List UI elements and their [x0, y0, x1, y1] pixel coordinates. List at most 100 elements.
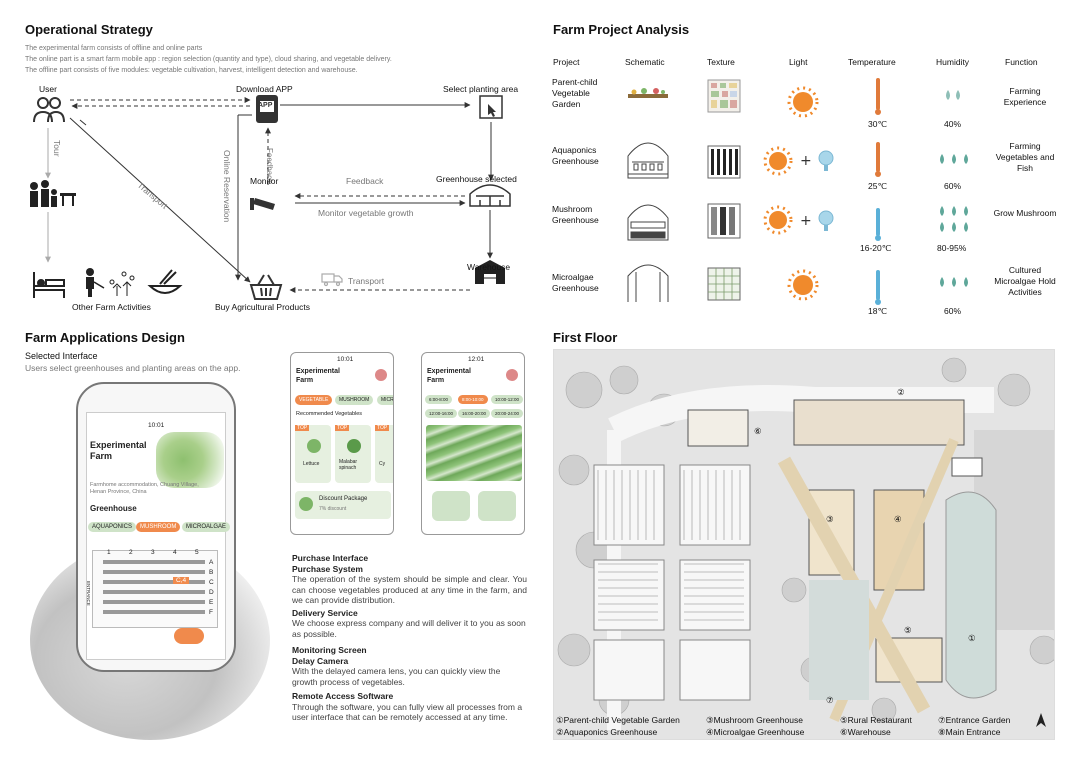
drops-icon-1 [946, 90, 960, 100]
product-card-1[interactable]: TOP Lettuce [295, 425, 331, 483]
node-warehouse: Warehouse [467, 262, 511, 272]
row-temp-3: 16-20℃ [860, 243, 892, 253]
fan-icon-1 [818, 150, 834, 171]
node-download: Download APP [236, 84, 293, 94]
badge-top-3: TOP [375, 425, 390, 431]
texture-aquaponics [707, 145, 741, 179]
apps-subtitle: Selected Interface [25, 351, 98, 361]
delivery-heading: Delivery Service [292, 607, 358, 618]
grid-col-3: 3 [151, 549, 155, 556]
row-humidity-3: 80-95% [937, 243, 967, 253]
grid-row-c: C [209, 579, 214, 586]
tab-microalgae[interactable]: MICROALGAE [182, 522, 231, 532]
play-button[interactable] [432, 491, 470, 521]
monitor-avatar[interactable] [506, 369, 518, 381]
row-function-2: Farming Vegetables and Fish [995, 141, 1055, 173]
row-humidity-4: 60% [944, 306, 962, 316]
purchase-title: Experimental Farm [296, 368, 340, 384]
row-temp-1: 30℃ [868, 119, 888, 129]
apps-text: Purchase Interface Purchase System The o… [292, 553, 527, 723]
farmer-icon [86, 268, 105, 297]
monitoring-heading: Monitoring Screen [292, 645, 367, 655]
thermometer-icon-3 [875, 208, 881, 241]
plants-icon [109, 271, 135, 296]
main-phone: 10:01 Experimental Farm Farmhome accommo… [76, 382, 236, 672]
svg-text:+: + [800, 153, 812, 169]
apps-title: Farm Applications Design [25, 330, 185, 345]
basket-icon [249, 274, 283, 300]
row-function-3: Grow Mushroom [993, 208, 1057, 218]
camera-feed[interactable] [426, 425, 522, 481]
time-slot-2[interactable]: 8:00-10:00 [458, 395, 488, 404]
time-slot-6[interactable]: 20:00-24:00 [491, 409, 524, 418]
drops-icon-3 [940, 206, 968, 232]
product-name-2: Malabar spinach [339, 459, 358, 471]
plan-marker-5: ⑤ [904, 625, 912, 635]
legend-2: ②Aquaponics Greenhouse [556, 727, 658, 737]
camera-icon [250, 198, 275, 210]
row-humidity-2: 60% [944, 181, 962, 191]
row-project-3: Mushroom Greenhouse [552, 204, 599, 225]
main-phone-time: 10:01 [148, 422, 165, 429]
history-button[interactable] [478, 491, 516, 521]
node-monitor: Monitor [250, 176, 279, 186]
product-card-2[interactable]: TOP Malabar spinach [335, 425, 371, 483]
delay-camera-desc: With the delayed camera lens, you can qu… [292, 666, 501, 687]
grid-row-a: A [209, 559, 214, 566]
avatar[interactable] [375, 369, 387, 381]
apps-desc: Users select greenhouses and planting ar… [25, 363, 241, 373]
thermometer-icon-2 [875, 142, 881, 177]
sun-icon-2 [763, 146, 793, 176]
product-card-3[interactable]: TOP Cy [375, 425, 393, 483]
grid-col-5: 5 [195, 549, 199, 556]
truck-icon [321, 273, 343, 287]
grid-row-b: B [209, 569, 214, 576]
main-phone-farm-sub: Farmhome accommodation, Chuang Village, … [90, 482, 199, 495]
monitor-title: Experimental Farm [427, 368, 471, 384]
grid-col-1: 1 [107, 549, 111, 556]
strategy-intro: The experimental farm consists of offlin… [25, 45, 203, 52]
header-texture: Texture [707, 57, 735, 67]
plan-marker-4: ④ [894, 514, 902, 524]
drops-icon-4 [940, 277, 968, 287]
purchase-tab-mushroom[interactable]: MUSHROOM [335, 395, 374, 405]
schematic-microalgae [627, 264, 669, 302]
time-slot-4[interactable]: 12:00-16:00 [425, 409, 458, 418]
confirm-button[interactable] [174, 628, 204, 644]
monitor-screen: 12:01 Experimental Farm 6:00-8:00 8:00-1… [421, 352, 525, 535]
product-name-3: Cy [379, 461, 386, 467]
tab-aquaponics[interactable]: AQUAPONICS [88, 522, 137, 532]
tab-mushroom[interactable]: MUSHROOM [136, 522, 181, 532]
time-slot-3[interactable]: 10:00-12:00 [491, 395, 524, 404]
strategy-online: The online part is a smart farm mobile a… [25, 56, 392, 63]
discount-title: Discount Package [319, 496, 368, 502]
plan-marker-6: ⑥ [754, 426, 762, 436]
node-greenhouse-selected: Greenhouse selected [436, 174, 517, 184]
label-online-reservation: Online Reservation [222, 150, 232, 223]
site-plan-drawing [554, 350, 1054, 739]
purchase-tab-vegetable[interactable]: VEGETABLE [295, 395, 333, 405]
purchase-tab-micr[interactable]: MICR [377, 395, 393, 405]
plan-marker-1: ① [968, 633, 976, 643]
legend-6: ⑥Warehouse [840, 727, 891, 737]
plot-grid[interactable]: 1 2 3 4 5 A B C D E F C,4 ENTRANCE [86, 549, 218, 628]
analysis-graphics: + + [627, 78, 968, 305]
time-slot-1[interactable]: 6:00-8:00 [425, 395, 453, 404]
thermometer-icon-4 [875, 270, 881, 305]
texture-mushroom [707, 203, 741, 239]
node-select-area: Select planting area [443, 84, 519, 94]
header-temperature: Temperature [848, 57, 896, 67]
monitor-time: 12:01 [468, 356, 485, 363]
bowl-icon [147, 269, 183, 294]
purchase-time: 10:01 [337, 356, 354, 363]
time-slot-5[interactable]: 16:00-20:00 [458, 409, 491, 418]
bed-icon [33, 272, 65, 298]
label-transport: Transport [348, 276, 385, 286]
sun-icon-1 [787, 86, 819, 118]
user-icon [33, 97, 65, 123]
selected-cell[interactable]: C,4 [173, 577, 190, 584]
analysis-title: Farm Project Analysis [553, 22, 690, 37]
row-function-4: Cultured Microalgae Hold Activities [994, 265, 1056, 297]
discount-card[interactable]: Discount Package 7% discount [295, 491, 391, 519]
entrance-label: ENTRANCE [86, 581, 91, 606]
